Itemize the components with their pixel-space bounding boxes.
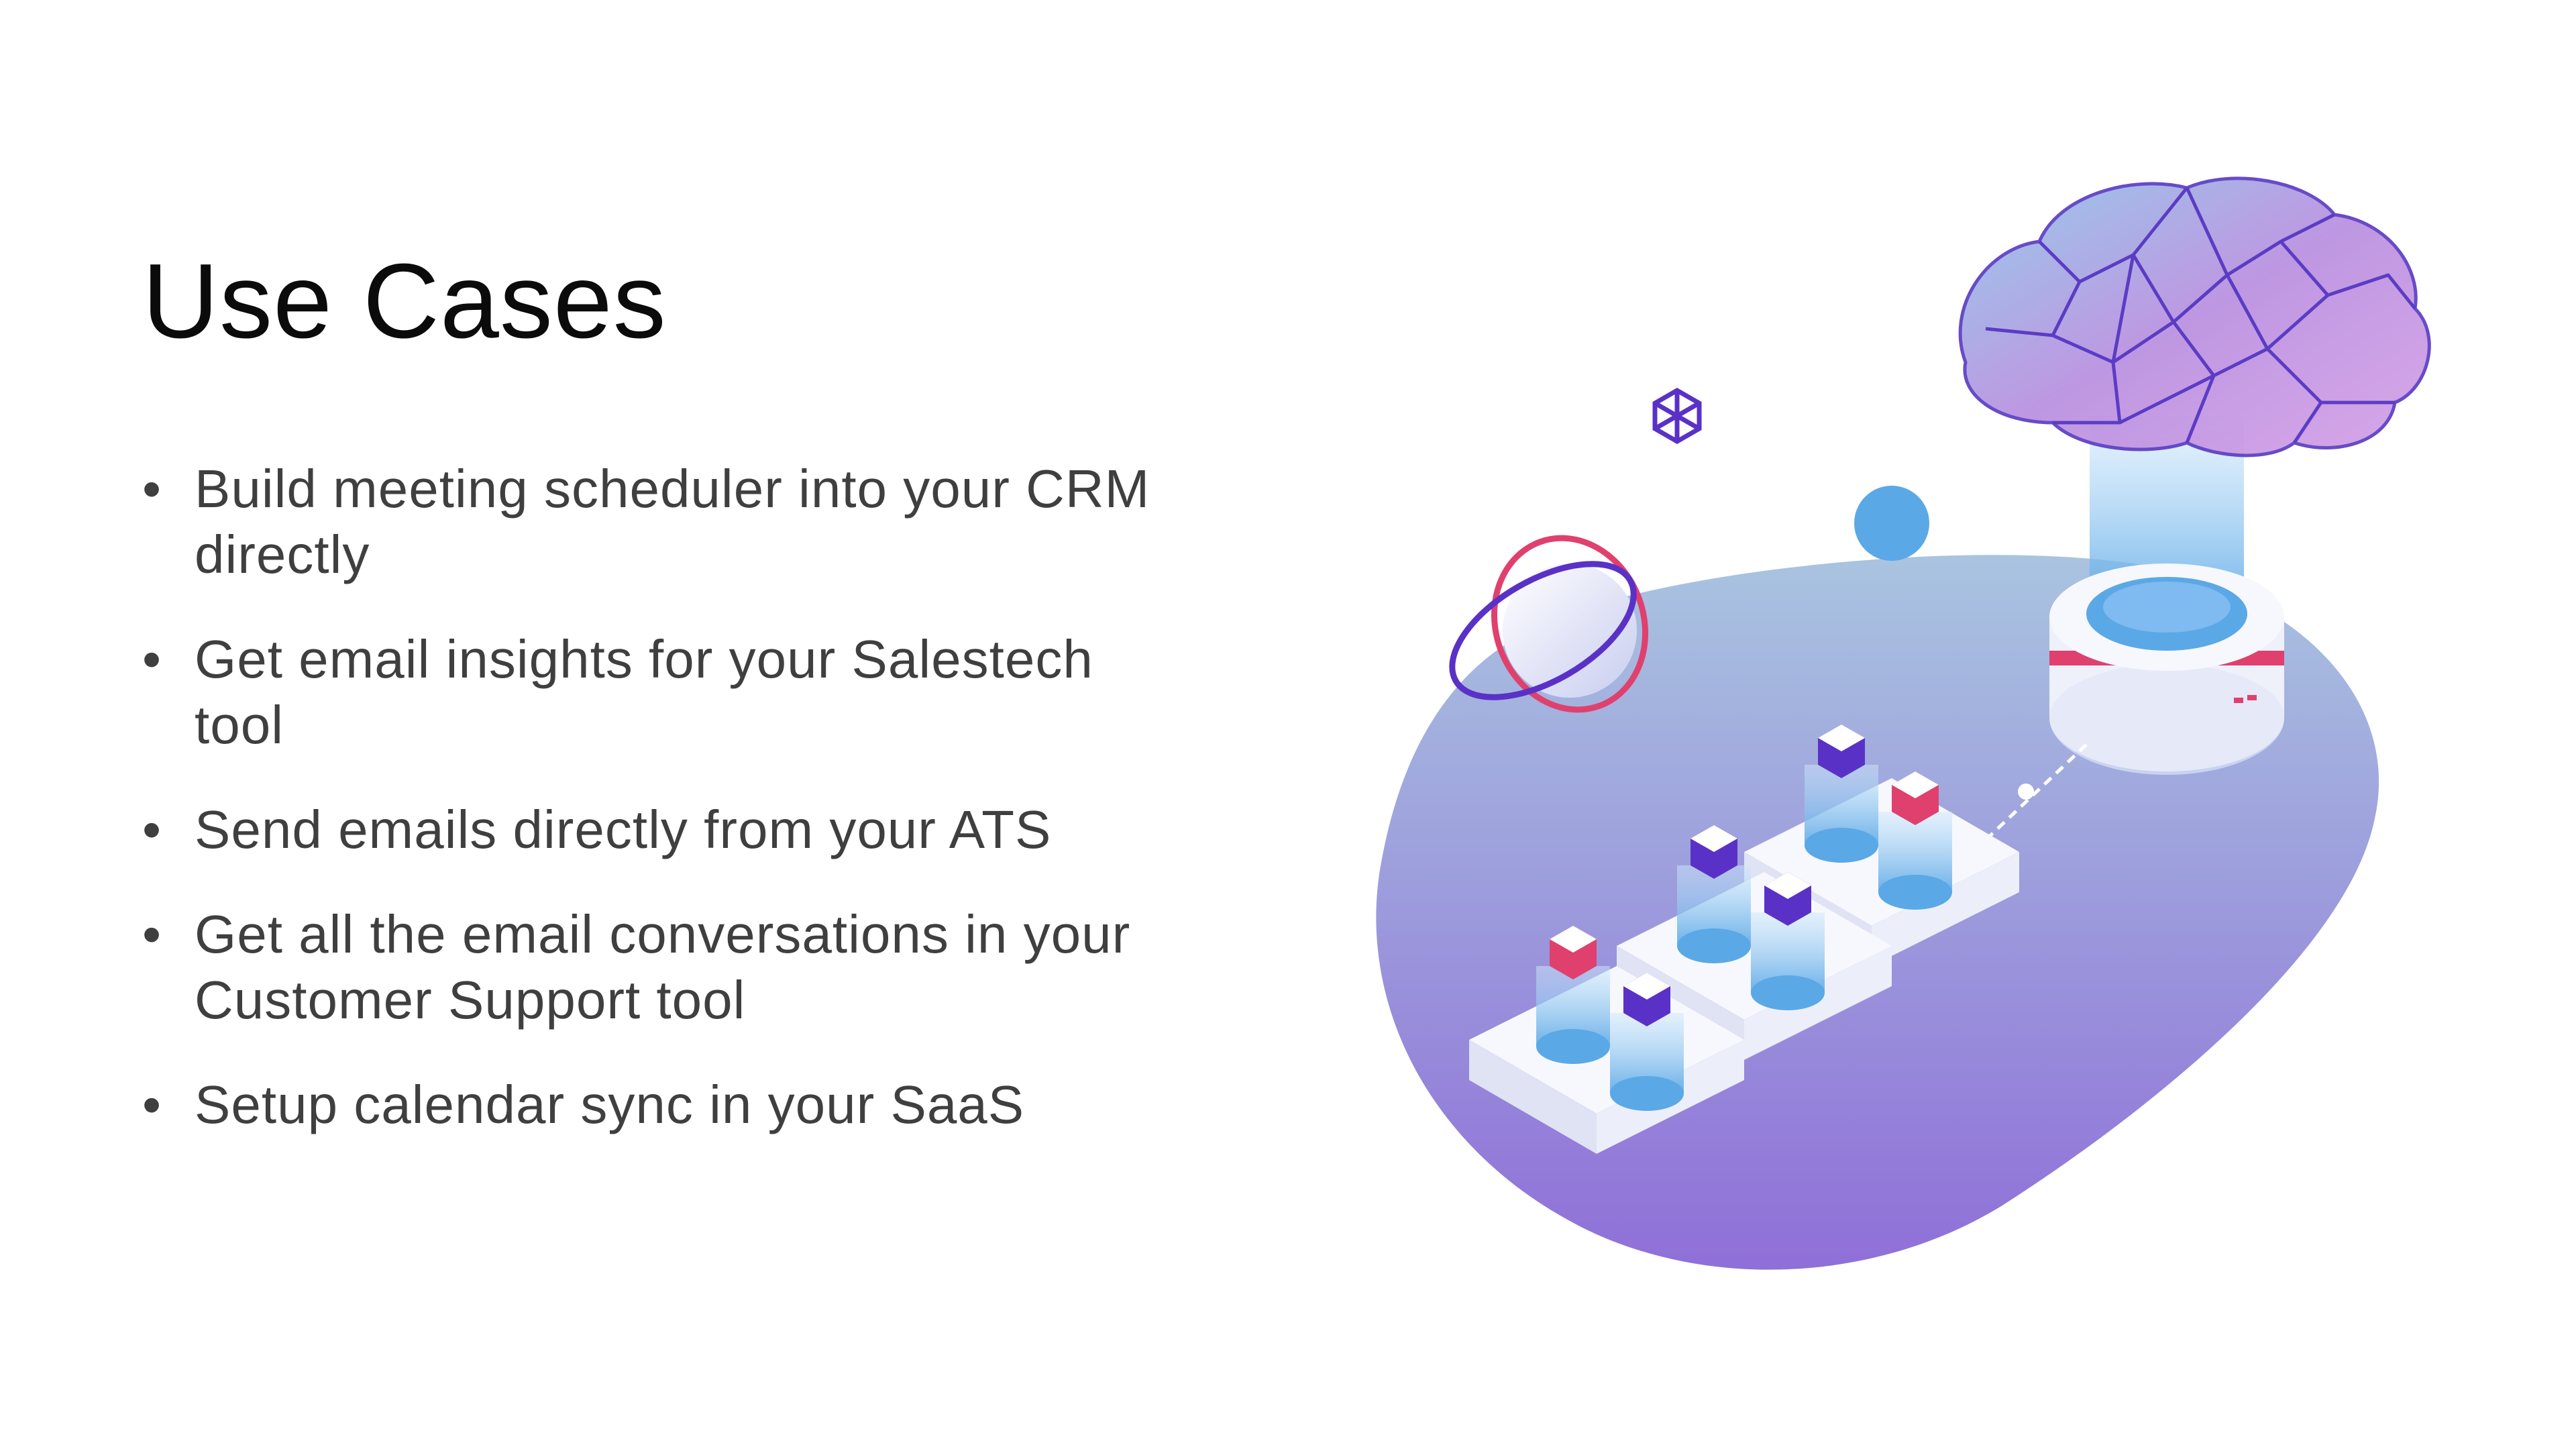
server-icon bbox=[1469, 926, 1744, 1154]
blue-dot-icon bbox=[1854, 486, 1929, 561]
hexagon-icon bbox=[1652, 387, 1702, 445]
cube-icon bbox=[1764, 872, 1811, 926]
cube-icon bbox=[1623, 973, 1670, 1026]
cube-icon bbox=[1818, 724, 1865, 778]
list-item: Build meeting scheduler into your CRM di… bbox=[142, 456, 1189, 588]
planet-icon bbox=[1449, 535, 1649, 713]
ai-infrastructure-illustration bbox=[1376, 176, 2431, 1270]
use-cases-list: Build meeting scheduler into your CRM di… bbox=[142, 456, 1189, 1177]
cube-icon bbox=[1690, 825, 1737, 879]
list-item: Send emails directly from your ATS bbox=[142, 797, 1189, 863]
brain-icon bbox=[1958, 176, 2431, 458]
cube-icon bbox=[1550, 926, 1597, 979]
connector-node bbox=[2018, 784, 2034, 800]
list-item: Setup calendar sync in your SaaS bbox=[142, 1072, 1189, 1138]
cube-icon bbox=[1892, 771, 1939, 825]
list-item: Get all the email conversations in your … bbox=[142, 902, 1189, 1033]
main-pedestal-icon bbox=[2049, 564, 2284, 775]
list-item: Get email insights for your Salestech to… bbox=[142, 627, 1189, 758]
slide-title: Use Cases bbox=[142, 242, 667, 360]
